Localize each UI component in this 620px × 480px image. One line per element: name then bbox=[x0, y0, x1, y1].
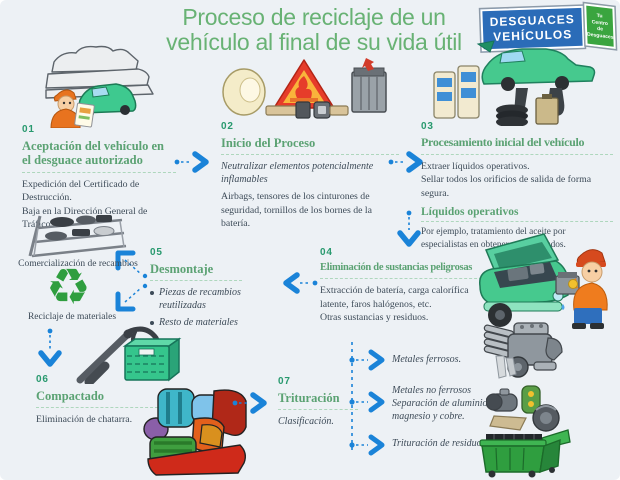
step-06: 06 Compactado Eliminación de chatarra. bbox=[36, 374, 158, 427]
step-06-body: Eliminación de chatarra. bbox=[36, 414, 133, 426]
arrow-down-icon bbox=[38, 328, 62, 367]
recycle-output-label: Reciclaje de materiales bbox=[27, 312, 117, 322]
step-04-heading: Eliminación de sustancias peligrosas bbox=[320, 262, 492, 280]
step-01-number: 01 bbox=[22, 124, 35, 135]
step-03-body: Extraer líquidos operativos. Sellar todo… bbox=[421, 160, 592, 199]
arrow-down-icon bbox=[397, 210, 421, 247]
output-ferrous-metals: Metales ferrosos. bbox=[392, 354, 462, 365]
branch-connector-icon bbox=[349, 342, 385, 456]
stacked-cars-worker-illustration bbox=[45, 45, 154, 128]
arrow-down-left-icon bbox=[115, 283, 148, 312]
step-02: 02 Inicio del Proceso Neutralizar elemen… bbox=[221, 121, 399, 231]
step-06-number: 06 bbox=[36, 374, 49, 385]
step-05: 05 Desmontaje Piezas de recambios reutil… bbox=[150, 247, 290, 333]
parts-shelf-illustration bbox=[28, 215, 127, 258]
step-07-lead: Clasificación. bbox=[278, 416, 334, 428]
step-07-heading: Trituración bbox=[278, 391, 358, 411]
output-nonferrous-metals: Metales no ferrosos Separación de alumin… bbox=[392, 385, 491, 422]
step-02-body: Airbags, tensores de los cinturones de s… bbox=[221, 191, 373, 230]
waste-container-illustration bbox=[479, 429, 571, 478]
step-01-heading: Aceptación del vehículo en el desguace a… bbox=[22, 139, 176, 173]
step-05-number: 05 bbox=[150, 247, 163, 258]
step-03-heading: Procesamiento inicial del vehículo bbox=[421, 135, 613, 155]
step-03-subheading: Líquidos operativos bbox=[421, 206, 613, 223]
compacted-cars-pile-illustration bbox=[143, 388, 247, 476]
step-03: 03 Procesamiento inicial del vehículo Ex… bbox=[421, 121, 613, 252]
step-04: 04 Eliminación de sustancias peligrosas … bbox=[320, 247, 492, 325]
step-02-heading: Inicio del Proceso bbox=[221, 136, 399, 156]
bullet-dot-icon bbox=[150, 321, 154, 326]
arrow-right-icon bbox=[232, 392, 267, 414]
step-04-body: Extracción de batería, carga calorífica … bbox=[320, 285, 469, 324]
arrow-up-left-icon bbox=[115, 250, 148, 279]
step-02-lead: Neutralizar elementos potencialmente inf… bbox=[221, 161, 374, 186]
engine-illustration bbox=[483, 322, 563, 379]
recycle-icon: ♻ bbox=[46, 258, 91, 316]
arrow-left-icon bbox=[283, 272, 318, 294]
mechanic-battery-illustration bbox=[479, 233, 608, 329]
parts-output-label: Comercialización de recambios bbox=[18, 259, 138, 269]
metal-parts-illustration bbox=[486, 385, 560, 432]
crane-claw-cube-illustration bbox=[76, 326, 182, 384]
page-title: Proceso de reciclaje de un vehículo al f… bbox=[166, 4, 462, 55]
step-05-heading: Desmontaje bbox=[150, 262, 242, 282]
step-04-number: 04 bbox=[320, 247, 333, 258]
flammable-elements-illustration bbox=[222, 58, 387, 119]
bullet-dot-icon bbox=[150, 291, 154, 296]
step-05-bullet-1: Piezas de recambios reutilizadas bbox=[150, 286, 290, 312]
arrow-right-icon bbox=[174, 151, 209, 173]
output-residue-shredding: Trituración de residuos. bbox=[392, 438, 489, 449]
step-07-number: 07 bbox=[278, 376, 291, 387]
step-05-bullet-2: Resto de materiales bbox=[150, 316, 290, 329]
step-06-heading: Compactado bbox=[36, 389, 158, 409]
step-02-number: 02 bbox=[221, 121, 234, 132]
step-01: 01 Aceptación del vehículo en el desguac… bbox=[22, 124, 176, 232]
step-07: 07 Trituración Clasificación. bbox=[278, 376, 358, 432]
step-03-number: 03 bbox=[421, 121, 434, 132]
arrow-right-icon bbox=[388, 151, 423, 173]
car-on-lift-illustration bbox=[433, 40, 596, 126]
